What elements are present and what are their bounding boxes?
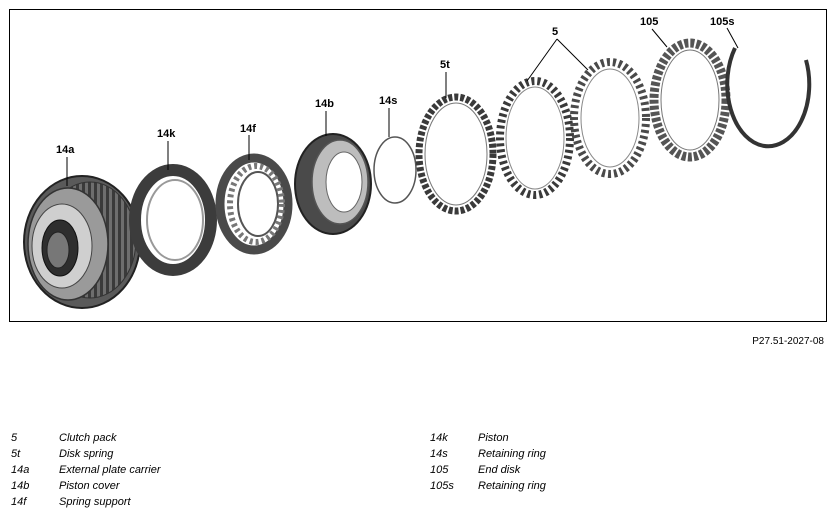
legend-description: Disk spring xyxy=(59,448,114,460)
legend-code: 14f xyxy=(11,496,27,508)
callout-105: 105 xyxy=(640,16,659,28)
legend-code: 14k xyxy=(430,432,448,444)
legend-description: Spring support xyxy=(59,496,131,508)
legend-code: 5 xyxy=(11,432,18,444)
legend-code: 105 xyxy=(430,464,449,476)
part-5-clutch-disk-b xyxy=(570,58,650,178)
figure-reference-number: P27.51-2027-08 xyxy=(752,336,824,347)
legend-item: 14s Retaining ring xyxy=(430,446,546,462)
clutch-assembly-illustration xyxy=(23,27,812,309)
legend-description: Retaining ring xyxy=(478,448,546,460)
legend-code: 14b xyxy=(11,480,30,492)
part-14f-spring-support xyxy=(215,153,293,255)
legend-item: 14f Spring support xyxy=(11,494,161,510)
part-105s-retaining-ring xyxy=(725,47,812,149)
part-5t-disk-spring xyxy=(415,93,497,215)
legend-item: 5t Disk spring xyxy=(11,446,161,462)
part-14b-piston-cover xyxy=(294,133,372,235)
legend-item: 105s Retaining ring xyxy=(430,478,546,494)
callout-105s: 105s xyxy=(710,16,735,28)
legend-item: 14b Piston cover xyxy=(11,478,161,494)
legend-item: 14k Piston xyxy=(430,430,546,446)
legend-description: Piston cover xyxy=(59,480,120,492)
part-5-clutch-disk-a xyxy=(496,77,574,199)
callout-leaders xyxy=(66,27,739,186)
callout-5: 5 xyxy=(552,26,559,38)
callout-14k: 14k xyxy=(157,128,176,140)
legend-description: Retaining ring xyxy=(478,480,546,492)
legend-code: 5t xyxy=(11,448,21,460)
part-105-end-disk xyxy=(649,38,731,162)
legend-item: 14a External plate carrier xyxy=(11,462,161,478)
legend-description: Piston xyxy=(478,432,509,444)
legend-description: End disk xyxy=(478,464,521,476)
legend-left-column: 5 Clutch pack 5t Disk spring 14a External p… xyxy=(11,430,161,510)
legend-code: 105s xyxy=(430,480,454,492)
legend-code: 14s xyxy=(430,448,448,460)
legend-item: 5 Clutch pack xyxy=(11,430,161,446)
legend-item: 105 End disk xyxy=(430,462,546,478)
legend-code: 14a xyxy=(11,464,30,476)
callout-14f: 14f xyxy=(240,123,256,135)
callout-5t: 5t xyxy=(440,59,450,71)
legend-description: External plate carrier xyxy=(59,464,161,476)
part-14a-external-plate-carrier xyxy=(23,175,141,309)
part-14s-retaining-ring xyxy=(373,136,417,204)
callout-14a: 14a xyxy=(56,144,75,156)
callout-14s: 14s xyxy=(379,95,398,107)
exploded-view-figure: 14a 14k 14f 14b 14s 5t 5 105 105s xyxy=(9,9,827,322)
part-14k-piston xyxy=(129,164,217,276)
legend-description: Clutch pack xyxy=(59,432,117,444)
callout-14b: 14b xyxy=(315,98,334,110)
